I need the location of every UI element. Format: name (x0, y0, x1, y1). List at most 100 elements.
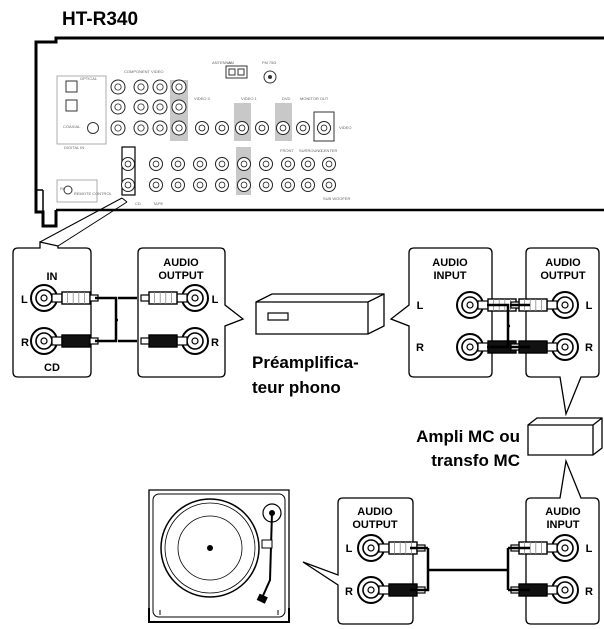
preamp-in-title-1: AUDIO (432, 257, 468, 269)
tape-label: TAPE (153, 201, 163, 206)
mc-in-l-label: L (586, 543, 593, 555)
cable-cd-preamp (95, 296, 137, 343)
panel-jack (171, 120, 187, 136)
cd-label: CD (44, 362, 60, 374)
rca-jack (456, 291, 484, 319)
rca-jack (551, 333, 579, 361)
video-label: VIDEO (339, 125, 351, 130)
receiver-cd-label: CD (135, 201, 141, 206)
fm-label: FM 75Ω (262, 60, 276, 65)
rca-jack (551, 291, 579, 319)
panel-jack (215, 157, 229, 171)
cd-callout (39, 197, 128, 247)
sub-label: SUB WOOFER (323, 196, 350, 201)
panel-jack (281, 157, 295, 171)
dvd-label: DVD (282, 96, 291, 101)
panel-jack (301, 178, 315, 192)
ri-label: RI (60, 186, 64, 191)
rca-plug-white (140, 291, 188, 305)
mc-out-l-label: L (586, 300, 593, 312)
panel-jack (322, 178, 336, 192)
panel-jack (110, 99, 126, 115)
rca-plug-red (510, 340, 558, 354)
panel-jack (133, 120, 149, 136)
audio-jacks (121, 157, 336, 192)
mc-in-title-2: INPUT (547, 519, 580, 531)
turntable (148, 489, 290, 623)
mc-amp-label-1: Ampli MC ou (416, 427, 520, 446)
panel-jack (237, 157, 251, 171)
cable-preamp-mc (487, 303, 530, 349)
panel-jack (193, 157, 207, 171)
panel-jack (171, 178, 185, 192)
cd-in-label: IN (47, 271, 58, 283)
video3-label: VIDEO 3 (194, 96, 211, 101)
cd-r-label: R (21, 337, 29, 349)
monitor-out-label: MONITOR OUT (300, 96, 329, 101)
panel-jack (317, 121, 331, 135)
model-title: HT-R340 (62, 9, 138, 30)
panel-jack (296, 121, 310, 135)
coaxial-label: COAXIAL (63, 124, 81, 129)
cd-input-box (12, 241, 92, 378)
turntable-out-title-2: OUTPUT (352, 519, 398, 531)
panel-jack (110, 79, 126, 95)
optical-label: OPTICAL (80, 76, 98, 81)
phono-preamp-label-1: Préamplifica- (252, 353, 359, 372)
mc-amp-label-2: transfo MC (431, 451, 520, 470)
rca-plug-white (51, 291, 99, 305)
panel-jack (281, 178, 295, 192)
phono-preamp-device (255, 293, 385, 335)
panel-jack (121, 178, 135, 192)
phono-preamp-label-2: teur phono (252, 378, 341, 397)
panel-jack (171, 79, 187, 95)
antenna-label: ANTENNA (212, 60, 231, 65)
mc-in-title-1: AUDIO (545, 506, 581, 518)
panel-jack (301, 157, 315, 171)
cd-l-label: L (21, 294, 28, 306)
digital-in-label: DIGITAL IN (64, 145, 84, 150)
panel-jack (152, 99, 168, 115)
panel-jack (215, 121, 229, 135)
rca-plug-red (51, 334, 99, 348)
rca-plug-red (140, 334, 188, 348)
panel-jack (259, 178, 273, 192)
mc-out-title-1: AUDIO (545, 257, 581, 269)
turntable-out-l-label: L (346, 543, 353, 555)
panel-jack (133, 99, 149, 115)
cable-turntable-mc (410, 546, 530, 592)
front-label: FRONT (280, 148, 294, 153)
preamp-out-title-1: AUDIO (163, 257, 199, 269)
turntable-out-r-label: R (345, 586, 353, 598)
video-jacks (195, 121, 331, 135)
remote-control-label: REMOTE CONTROL (74, 191, 113, 196)
panel-jack (322, 157, 336, 171)
turntable-out-title-1: AUDIO (357, 506, 393, 518)
preamp-in-r-label: R (416, 342, 424, 354)
video1-label: VIDEO 1 (241, 96, 258, 101)
mc-amp-device (527, 417, 603, 456)
panel-jack (235, 121, 249, 135)
preamp-in-l-label: L (417, 300, 424, 312)
mc-in-r-label: R (585, 586, 593, 598)
panel-jack (259, 157, 273, 171)
center-label: CENTER (321, 148, 338, 153)
panel-jack (121, 157, 135, 171)
panel-jack (193, 178, 207, 192)
am-label: AM (228, 60, 234, 65)
panel-jack (110, 120, 126, 136)
preamp-out-l-label: L (212, 294, 219, 306)
box-labels: IN L R CD AUDIO OUTPUT L R AUDIO INPUT L… (21, 257, 593, 598)
component-video-label: COMPONENT VIDEO (124, 69, 164, 74)
panel-jack (149, 157, 163, 171)
panel-jack (133, 79, 149, 95)
panel-jack (171, 99, 187, 115)
rca-jack (357, 576, 385, 604)
mc-amp-output-box (525, 247, 600, 417)
panel-jack (152, 79, 168, 95)
receiver-rear-panel: OPTICAL COAXIAL DIGITAL IN COMPONENT VID… (34, 36, 604, 228)
panel-jack (276, 121, 290, 135)
preamp-out-r-label: R (211, 337, 219, 349)
panel-jack (149, 178, 163, 192)
mc-out-r-label: R (585, 342, 593, 354)
